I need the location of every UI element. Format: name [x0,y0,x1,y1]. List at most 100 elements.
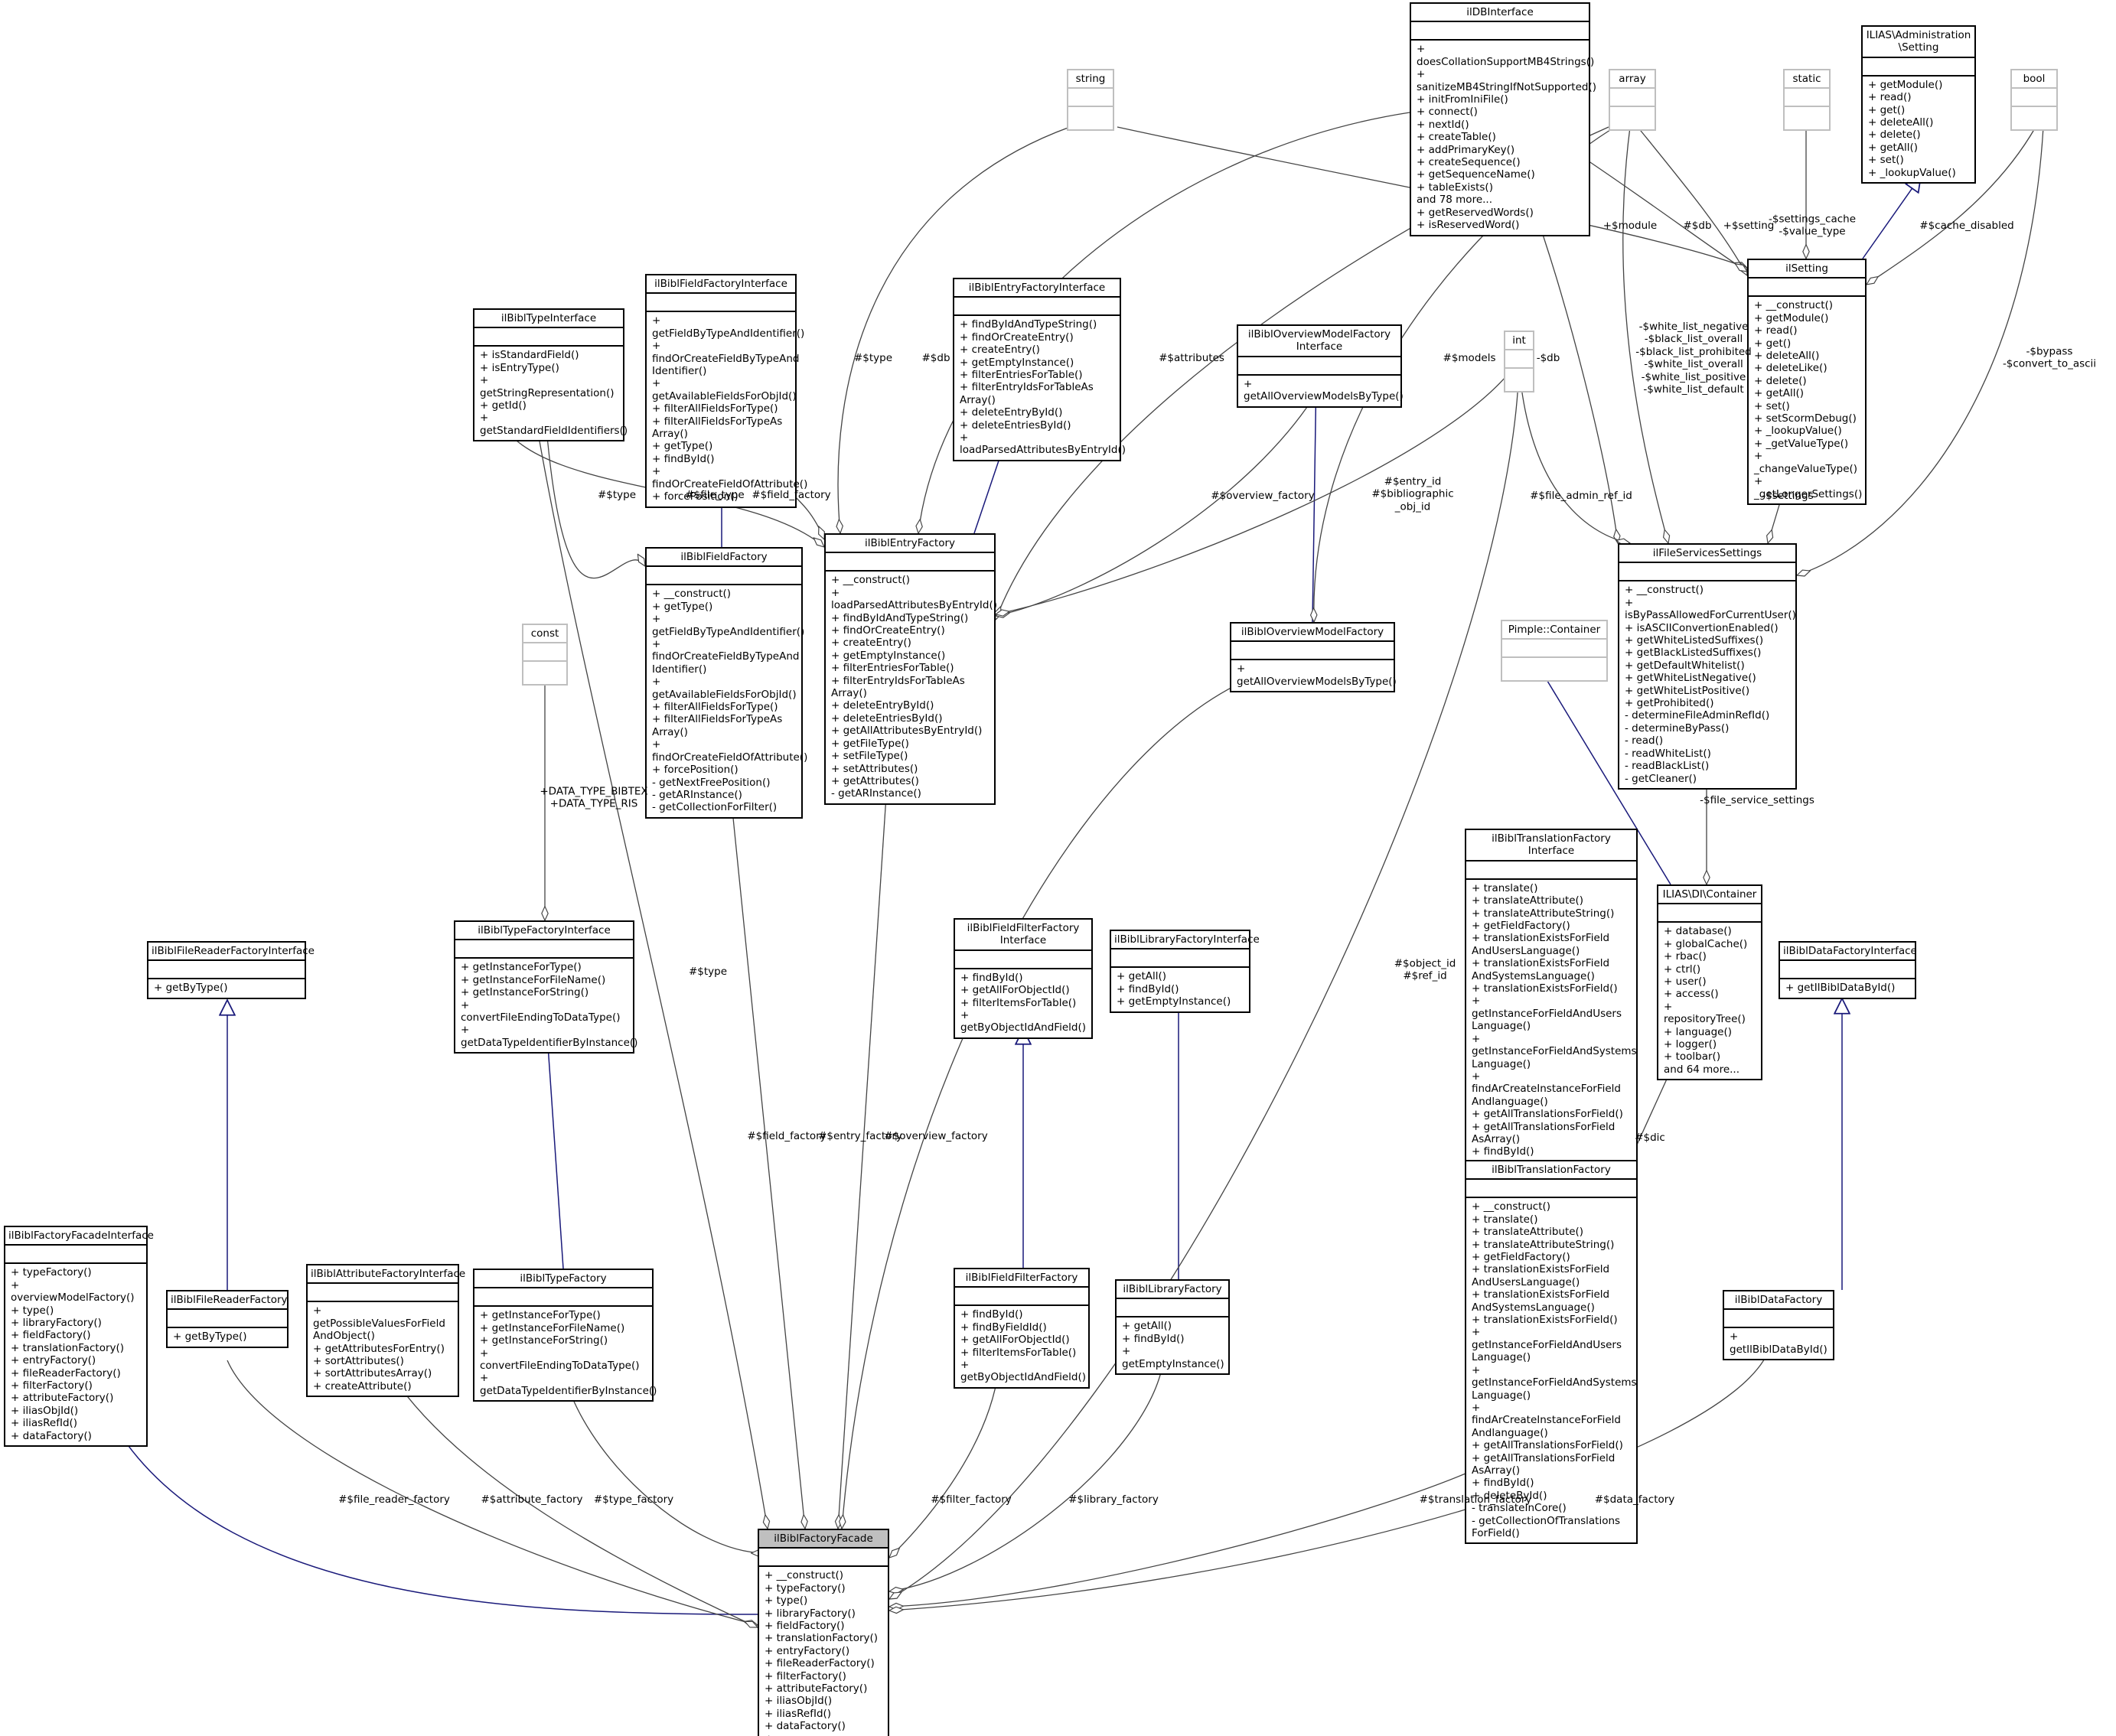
class-ilbiblfilereaderfactory[interactable]: ilBiblFileReaderFactory + getByType() [166,1290,289,1348]
attributes-section [168,1310,287,1329]
edge-label-data-factory: #$data_factory [1594,1493,1675,1506]
operations-list: + findById() + findByFieldId() + getAllF… [955,1306,1088,1387]
attributes-section [647,567,801,586]
class-ilbibltypefactoryinterface[interactable]: ilBiblTypeFactoryInterface + getInstance… [454,920,637,1054]
attributes-section [1785,89,1829,108]
class-name: ilBiblFactoryFacadeInterface [5,1227,154,1246]
class-name: ilBiblFieldFilterFactory [955,1269,1088,1288]
class-ilfileservicessettings[interactable]: ilFileServicesSettings + __construct() +… [1618,543,1797,790]
class-ilbiblfactoryfacadeinterface[interactable]: ilBiblFactoryFacadeInterface + typeFacto… [4,1226,154,1448]
class-ilbiblfilereaderfactoryinterface[interactable]: ilBiblFileReaderFactoryInterface + getBy… [147,941,315,999]
class-ilbibldatafactory[interactable]: ilBiblDataFactory + getIlBiblDataById() [1723,1290,1834,1361]
edge-label-data-types: +DATA_TYPE_BIBTEX +DATA_TYPE_RIS [540,785,648,810]
class-name: ilBiblTypeInterface [474,310,623,329]
edge-agg-fieldfactory [726,757,805,1529]
class-ilbibldatafactoryinterface[interactable]: ilBiblDataFactoryInterface + getIlBiblDa… [1779,941,1917,999]
operations-list: + doesCollationSupportMB4Strings() + san… [1411,41,1596,235]
class-name: ilBiblTypeFactory [474,1270,652,1289]
edge-inherit-dicontainer [1534,660,1671,885]
operations-list: + getByType() [168,1328,287,1347]
class-ilbiblentryfactory[interactable]: ilBiblEntryFactory + __construct() + loa… [824,533,997,805]
class-name: ilBiblDataFactory [1724,1291,1833,1311]
edge-agg-db-setting [1576,152,1747,272]
class-string[interactable]: string [1067,69,1114,132]
class-int[interactable]: int [1504,331,1534,393]
operations-list [1610,107,1655,130]
edge-inherit-facadeiface [116,1428,758,1615]
class-ilias-administration-setting[interactable]: ILIAS\Administration \Setting + getModul… [1861,25,1976,184]
edge-label-file-service-settings: -$file_service_settings [1700,793,1814,806]
attributes-section [1724,1310,1833,1329]
class-ilsetting[interactable]: ilSetting + __construct() + getModule() … [1747,259,1867,505]
class-name: ilBiblFieldFactory [647,549,801,568]
class-ilias-di-container[interactable]: ILIAS\DI\Container + database() + global… [1657,884,1762,1081]
attributes-section [955,951,1091,969]
edge-agg-entryfactory [838,772,888,1529]
operations-list [2012,107,2056,130]
attributes-section [1749,278,1865,298]
operations-list [1505,369,1533,392]
attributes-section [1863,58,1974,77]
attributes-section [1466,861,1636,880]
operations-list: + __construct() + translate() + translat… [1466,1198,1637,1543]
attributes-section [1238,357,1400,376]
edge-label-bypass: -$bypass -$convert_to_ascii [2002,345,2097,370]
attributes-section [1505,350,1533,370]
class-ilbibllibraryfactory[interactable]: ilBiblLibraryFactory + getAll() + findBy… [1115,1279,1230,1376]
class-ilbibltypefactory[interactable]: ilBiblTypeFactory + getInstanceForType()… [473,1269,657,1402]
class-ilbiblfieldfilterfactoryinterface[interactable]: ilBiblFieldFilterFactory Interface + fin… [954,918,1093,1039]
class-array[interactable]: array [1609,69,1656,132]
class-ilbiblfieldfactory[interactable]: ilBiblFieldFactory + __construct() + get… [645,547,807,819]
attributes-section [1117,1299,1228,1318]
edge-agg-attribute [390,1373,758,1628]
class-ildbinterface[interactable]: ilDBInterface + doesCollationSupportMB4S… [1410,2,1596,236]
attributes-section [455,940,633,959]
edge-agg-overview-entry [996,373,1329,616]
class-name: ilBiblEntryFactoryInterface [954,279,1120,298]
class-ilbiblfactoryfacade[interactable]: ilBiblFactoryFacade + __construct() + ty… [758,1529,889,1736]
edge-label-settings: -$settings [1762,489,1814,502]
class-ilbibltypeinterface[interactable]: ilBiblTypeInterface + isStandardField() … [473,308,628,442]
class-name: ilBiblFileReaderFactory [168,1291,288,1311]
class-ilbibloverviewmodelfactoryinterface[interactable]: ilBiblOverviewModelFactory Interface + g… [1237,324,1404,408]
operations-list: + getInstanceForType() + getInstanceForF… [474,1307,657,1401]
class-ilbibltranslationfactory[interactable]: ilBiblTranslationFactory + __construct()… [1465,1160,1638,1545]
operations-list: + getFieldByTypeAndIdentifier() + findOr… [647,312,807,506]
class-name: const [523,625,566,644]
class-ilbiblfieldfactoryinterface[interactable]: ilBiblFieldFactoryInterface + getFieldBy… [645,274,807,508]
operations-list: + getAll() + findById() + getEmptyInstan… [1117,1317,1228,1374]
class-bool[interactable]: bool [2010,69,2058,132]
class-ilbibloverviewmodelfactory[interactable]: ilBiblOverviewModelFactory + getAllOverv… [1230,622,1397,693]
operations-list: + __construct() + getType() + getFieldBy… [647,585,807,817]
edge-label-file-reader-factory: #$file_reader_factory [338,1493,450,1506]
edge-label-entry-factory: #$entry_factory [818,1129,902,1142]
edge-label-overview-factory-entry: #$overview_factory [1211,489,1315,502]
class-static[interactable]: static [1783,69,1831,132]
edge-label-cache-disabled: #$cache_disabled [1919,219,2014,232]
edge-agg-array-file [1622,126,1668,543]
attributes-section [1658,904,1761,923]
operations-list: + __construct() + typeFactory() + type()… [759,1567,888,1736]
attributes-section [1466,1180,1636,1199]
class-ilbiblattributefactoryinterface[interactable]: ilBiblAttributeFactoryInterface + getPos… [306,1264,465,1398]
attributes-section [1780,961,1915,980]
class-ilbiblentryfactoryinterface[interactable]: ilBiblEntryFactoryInterface + findByIdAn… [953,278,1126,461]
class-ilbibllibraryfactoryinterface[interactable]: ilBiblLibraryFactoryInterface + getAll()… [1110,930,1260,1013]
operations-list: + __construct() + loadParsedAttributesBy… [826,572,997,803]
class-name: ilBiblFileReaderFactoryInterface [148,943,315,962]
edge-label-type-factory: #$type_factory [593,1493,674,1506]
class-name: ilBiblLibraryFactory [1117,1281,1228,1300]
edge-agg-int-main [889,359,1520,1599]
operations-list: + getAllOverviewModelsByType() [1231,660,1397,692]
class-const[interactable]: const [522,624,568,686]
class-ilbiblfieldfilterfactory[interactable]: ilBiblFieldFilterFactory + findById() + … [954,1268,1090,1389]
class-pimple-container[interactable]: Pimple::Container [1501,620,1608,682]
attributes-section [826,553,994,572]
class-ilbibltranslationfactoryinterface[interactable]: ilBiblTranslationFactory Interface + tra… [1465,829,1638,1176]
edge-agg-library [889,1361,1164,1591]
edge-label-type: #$type [688,965,728,978]
edge-label-library-factory: #$library_factory [1068,1493,1159,1506]
operations-list: + typeFactory() + overviewModelFactory()… [5,1264,146,1446]
class-name: bool [2012,70,2056,90]
